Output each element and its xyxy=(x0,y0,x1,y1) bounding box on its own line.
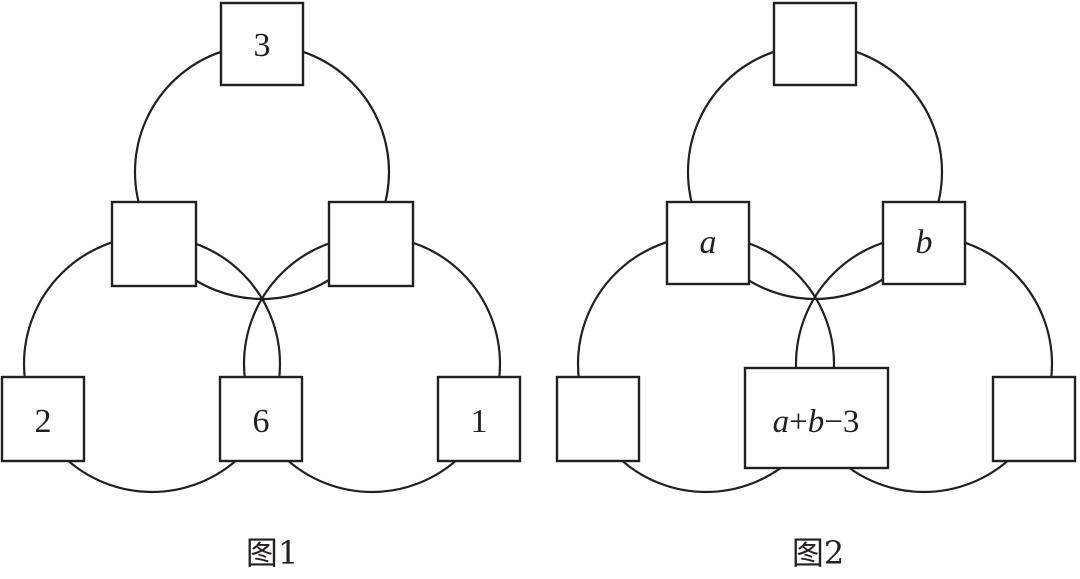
fig2-bottom-center-value: a+b−3 xyxy=(773,404,860,440)
fig1-bottom-right-value: 1 xyxy=(471,403,488,440)
fig1-bottom-left-box xyxy=(0,375,86,463)
fig2-caption: 图2 xyxy=(792,534,844,572)
fig2-bottom-center-box xyxy=(743,366,890,470)
fig2-mid-right-value: b xyxy=(916,224,933,261)
fig1-top-value: 3 xyxy=(254,27,271,64)
fig2-bottom-left-box xyxy=(555,375,641,463)
figure-1: 3 2 6 1 图1 xyxy=(0,1,522,572)
fig1-mid-right-box xyxy=(327,200,415,288)
fig1-bottom-center-value: 6 xyxy=(253,403,270,440)
fig2-mid-left-value: a xyxy=(700,224,717,261)
fig2-mid-left-box xyxy=(665,200,751,286)
fig1-bottom-left-value: 2 xyxy=(35,403,52,440)
fig1-caption: 图1 xyxy=(246,534,298,572)
fig2-mid-right-box xyxy=(881,200,967,286)
fig2-bottom-right-box xyxy=(991,375,1077,463)
fig1-bottom-right-box xyxy=(436,375,522,463)
figure-2: a b a+b−3 图2 xyxy=(555,1,1077,572)
fig1-bottom-center-box xyxy=(218,375,304,463)
fig1-mid-left-box xyxy=(110,200,198,288)
fig2-top-box xyxy=(772,1,858,87)
fig1-top-box xyxy=(219,1,305,87)
